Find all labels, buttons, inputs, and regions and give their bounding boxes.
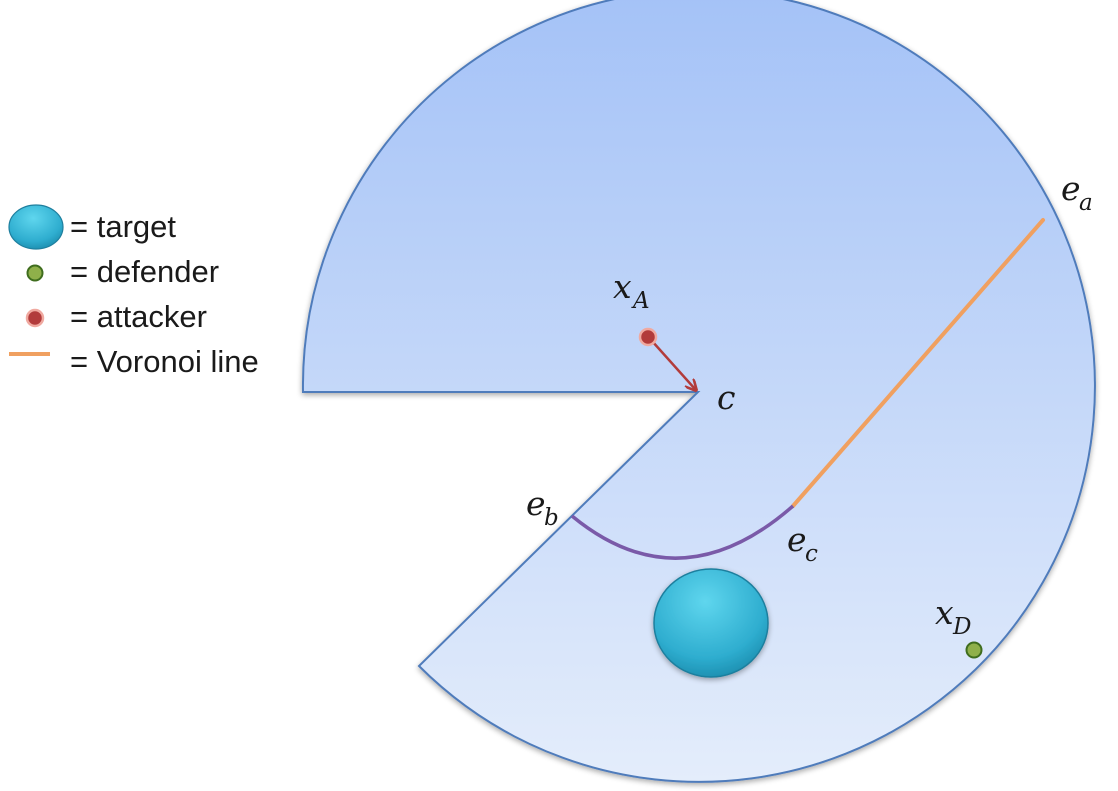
attacker-dot: [638, 327, 658, 347]
svg-text:D: D: [952, 614, 971, 640]
legend: = target = defender = attacker = Voronoi…: [8, 204, 259, 379]
boundary-arc: [570, 504, 795, 560]
svg-text:A: A: [631, 288, 650, 314]
svg-text:b: b: [544, 505, 559, 531]
legend-defender-label: = defender: [70, 254, 219, 289]
defender-dot: [965, 641, 983, 659]
legend-target-label: = target: [70, 209, 176, 244]
legend-defender-icon: [26, 264, 44, 282]
label-xA: x A: [613, 267, 650, 314]
attacker-arrow: [651, 340, 695, 389]
label-ea: e a: [1061, 169, 1093, 216]
label-xD: x D: [935, 593, 971, 640]
legend-attacker-label: = attacker: [70, 299, 207, 334]
voronoi-line: [791, 218, 1045, 508]
svg-text:e: e: [787, 520, 807, 559]
legend-voronoi-label: = Voronoi line: [70, 344, 259, 379]
legend-attacker-icon: [25, 308, 45, 328]
svg-text:e: e: [526, 484, 546, 523]
label-ec: e c: [787, 520, 818, 567]
target-circle: [653, 568, 769, 678]
legend-target-icon: [8, 204, 64, 250]
svg-text:a: a: [1079, 190, 1093, 216]
svg-text:x: x: [613, 267, 632, 306]
svg-text:c: c: [717, 378, 735, 417]
svg-text:c: c: [805, 541, 818, 567]
svg-text:x: x: [935, 593, 954, 632]
label-c: c: [717, 378, 735, 417]
label-eb: e b: [526, 484, 559, 531]
svg-text:e: e: [1061, 169, 1081, 208]
